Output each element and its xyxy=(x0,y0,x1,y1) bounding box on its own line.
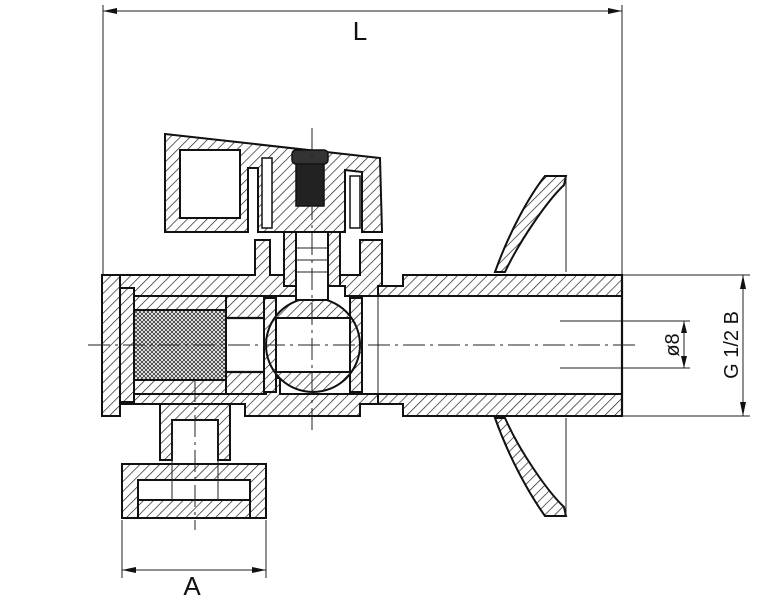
inlet-connection xyxy=(121,403,267,519)
dimension-outlet-thread: G 1/2 B xyxy=(622,274,750,417)
thread-width-label: A xyxy=(183,571,201,601)
dimension-bore: ø8 xyxy=(560,320,690,369)
center-lines xyxy=(88,128,640,530)
valve-handle xyxy=(164,132,384,233)
dimension-length: L xyxy=(102,5,623,278)
bore-label: ø8 xyxy=(662,333,684,356)
wall-rosette xyxy=(493,175,568,517)
outlet-pipe xyxy=(377,274,624,417)
outlet-thread-label: G 1/2 B xyxy=(721,311,743,379)
dimension-thread-width: A xyxy=(121,520,267,601)
length-label: L xyxy=(353,16,367,46)
